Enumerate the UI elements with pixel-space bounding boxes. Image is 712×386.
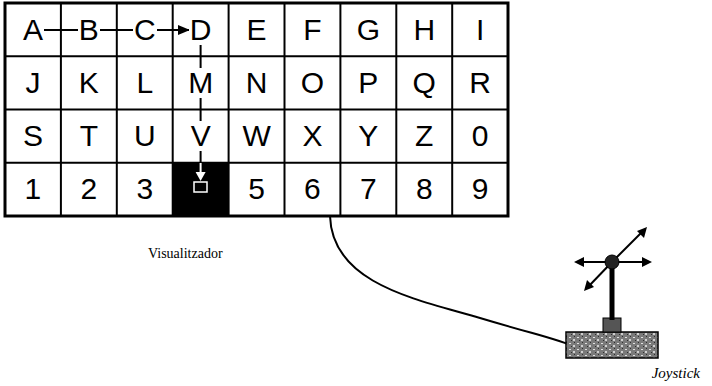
grid-character: U bbox=[133, 121, 157, 151]
cursor-path bbox=[22, 25, 207, 192]
grid-character: T bbox=[79, 121, 99, 151]
grid-character: J bbox=[24, 68, 41, 98]
grid-character: O bbox=[300, 68, 325, 98]
grid-character: 8 bbox=[415, 174, 434, 204]
grid-character: F bbox=[302, 15, 322, 45]
grid-character: W bbox=[241, 121, 271, 151]
grid-character: R bbox=[468, 68, 492, 98]
grid-character: H bbox=[412, 15, 436, 45]
grid-character: M bbox=[187, 68, 214, 98]
grid-character: C bbox=[133, 15, 157, 45]
grid-character: P bbox=[357, 68, 379, 98]
cable bbox=[330, 216, 578, 348]
grid-character: I bbox=[475, 15, 485, 45]
grid-character: Y bbox=[357, 121, 379, 151]
grid-character: 9 bbox=[471, 174, 490, 204]
grid-character: D bbox=[189, 15, 213, 45]
joystick-figure bbox=[566, 227, 658, 358]
grid-character: S bbox=[22, 121, 44, 151]
grid-character: 6 bbox=[303, 174, 322, 204]
grid-character: G bbox=[356, 15, 381, 45]
grid-character: K bbox=[78, 68, 100, 98]
grid-character: 1 bbox=[24, 174, 43, 204]
joystick-caption: Joystick bbox=[652, 364, 700, 382]
grid-character: 0 bbox=[471, 121, 490, 151]
display-caption: Visualitzador bbox=[148, 246, 223, 263]
grid-character: 5 bbox=[247, 174, 266, 204]
grid-character: 3 bbox=[135, 174, 154, 204]
grid-character: B bbox=[78, 15, 100, 45]
grid-character: Q bbox=[412, 68, 437, 98]
grid-character: N bbox=[245, 68, 269, 98]
grid-character: L bbox=[135, 68, 154, 98]
display-grid bbox=[5, 3, 508, 216]
grid-character: 7 bbox=[359, 174, 378, 204]
cursor-cell bbox=[173, 163, 229, 216]
grid-character: Z bbox=[414, 121, 434, 151]
grid-character: E bbox=[246, 15, 268, 45]
grid-character: V bbox=[190, 121, 212, 151]
grid-character: 2 bbox=[80, 174, 99, 204]
grid-character: A bbox=[22, 15, 44, 45]
grid-character: X bbox=[301, 121, 323, 151]
